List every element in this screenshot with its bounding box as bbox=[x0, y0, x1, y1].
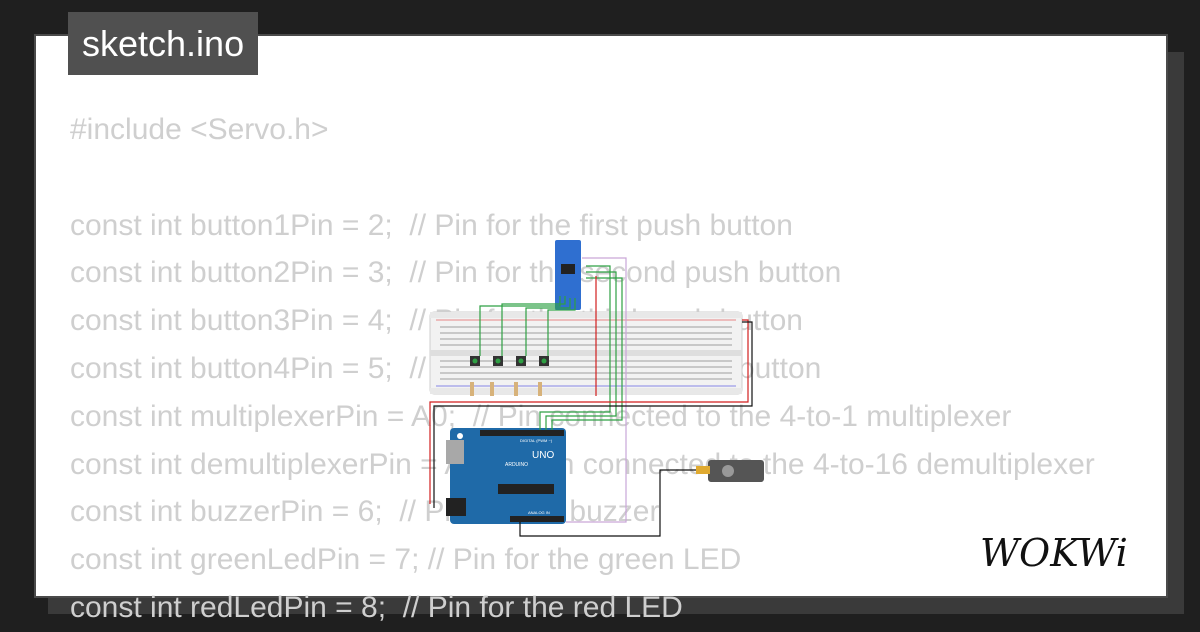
code-line[interactable] bbox=[70, 154, 1134, 202]
code-line[interactable]: #include <Servo.h> bbox=[70, 113, 329, 146]
code-line[interactable]: const int multiplexerPin = A0; // Pin co… bbox=[70, 399, 1012, 433]
board-label: UNO bbox=[532, 450, 554, 461]
digital-header-label: DIGITAL (PWM ~) bbox=[520, 438, 553, 443]
breadboard bbox=[429, 311, 743, 395]
circuit-diagram: UNO ARDUINO DIGITAL (PWM ~) ANALOG IN bbox=[429, 240, 764, 537]
resistors bbox=[470, 382, 542, 396]
wokwi-logo-text: WOKWi bbox=[980, 531, 1128, 575]
code-line[interactable]: const int redLedPin = 8; // Pin for the … bbox=[70, 590, 683, 624]
push-buttons bbox=[470, 356, 549, 366]
wokwi-logo: WOKWi bbox=[980, 531, 1128, 575]
code-line[interactable]: const int greenLedPin = 7; // Pin for th… bbox=[70, 543, 742, 577]
multiplexer-module bbox=[555, 240, 581, 310]
analog-header-label: ANALOG IN bbox=[528, 510, 550, 515]
board-sublabel: ARDUINO bbox=[505, 462, 528, 468]
servo-motor bbox=[696, 460, 764, 482]
arduino-uno-board: UNO ARDUINO DIGITAL (PWM ~) ANALOG IN bbox=[446, 428, 566, 524]
code-line[interactable]: const int button1Pin = 2; // Pin for the… bbox=[70, 208, 793, 242]
wires bbox=[429, 257, 753, 537]
file-name-tab[interactable]: sketch.ino bbox=[68, 12, 259, 75]
